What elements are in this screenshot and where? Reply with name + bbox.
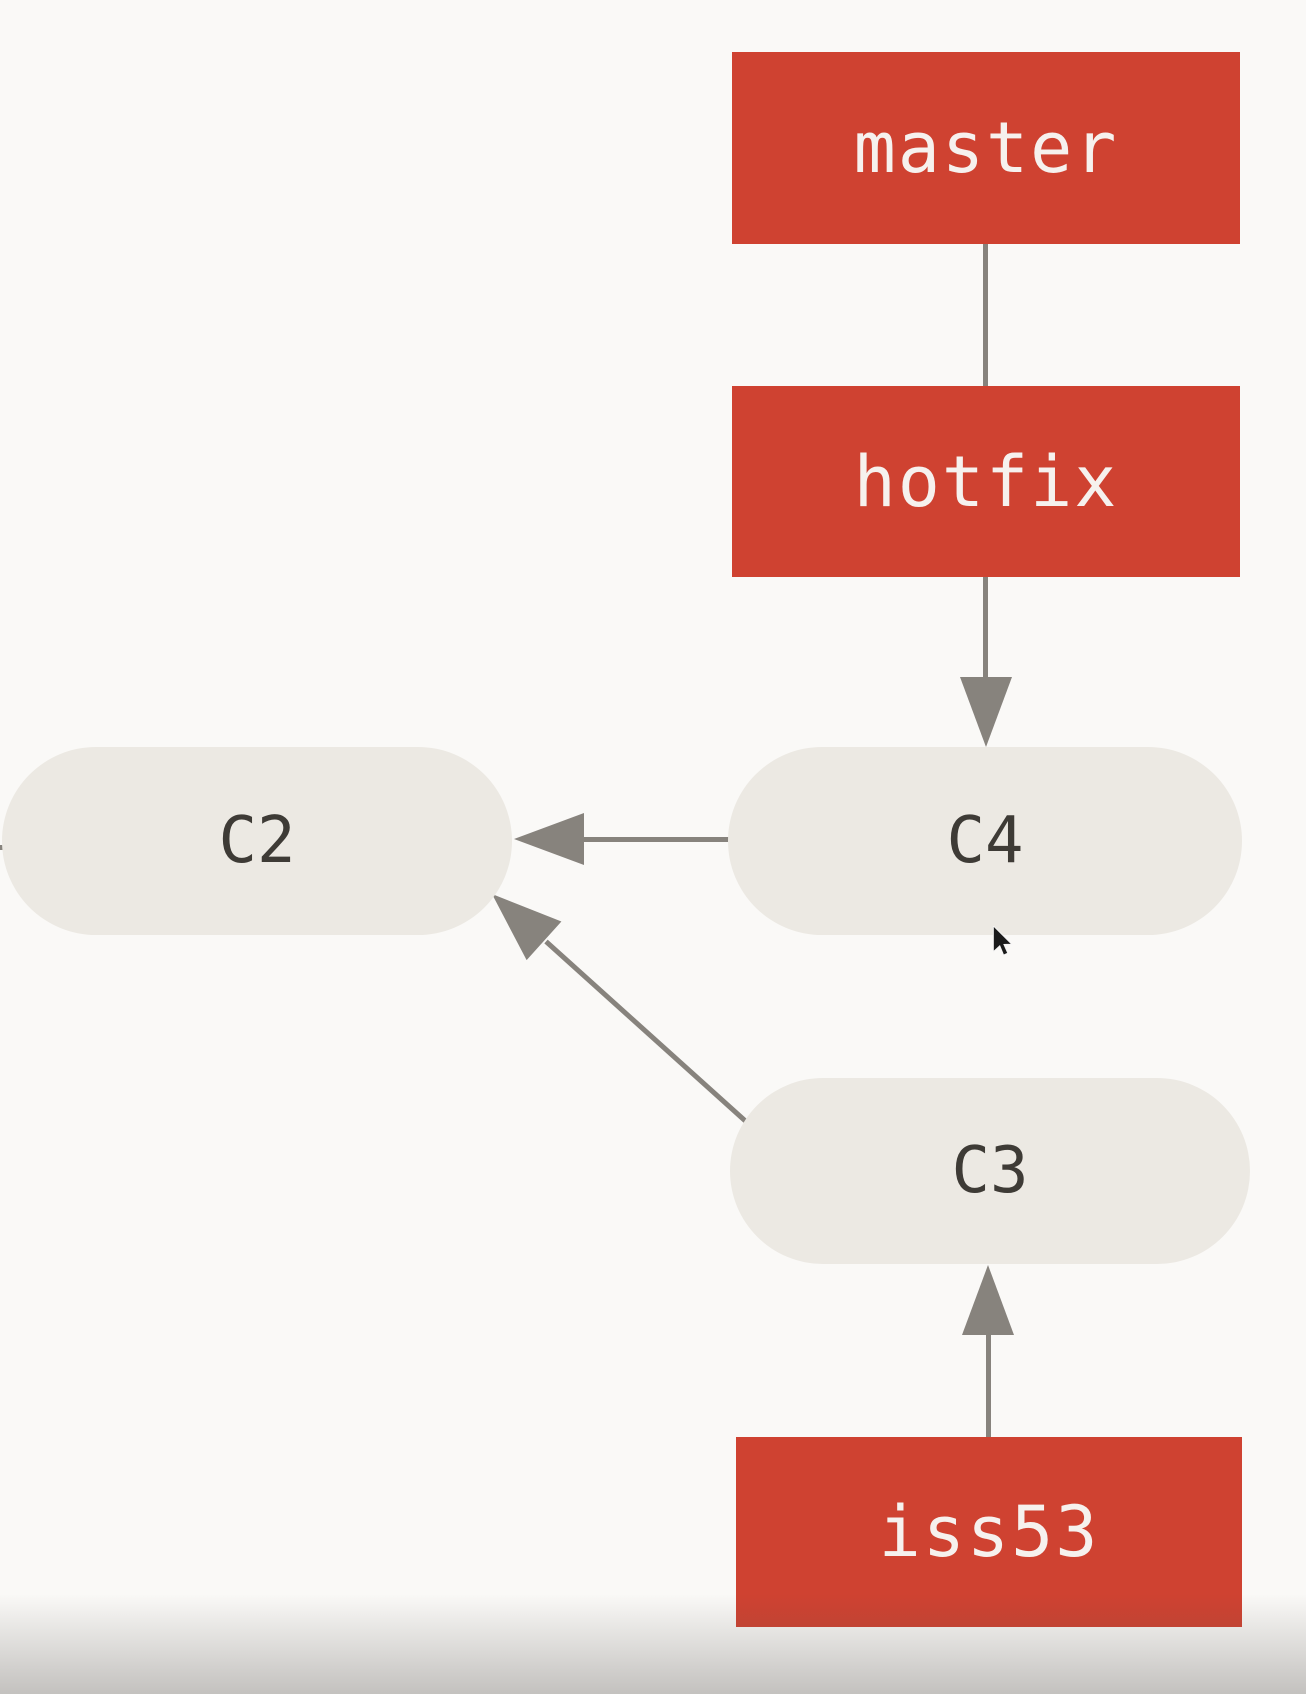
edge-hotfix-to-c4-line [983,577,988,679]
edge-c4-to-c2-line [582,837,730,842]
mouse-cursor-icon [992,926,1013,956]
edge-c3-to-c2-line [544,939,749,1125]
commit-node-c2: C2 [2,747,512,935]
branch-label-hotfix: hotfix [853,440,1119,523]
branch-label-master: master [853,107,1119,189]
branch-box-hotfix: hotfix [732,386,1240,577]
edge-iss53-to-c3-line [986,1333,991,1437]
edge-master-to-hotfix-line [983,243,988,388]
commit-node-c3: C3 [730,1078,1250,1264]
commit-label-c2: C2 [218,804,296,878]
arrowhead-left-icon [514,813,584,865]
commit-node-c4: C4 [728,747,1242,935]
branch-label-iss53: iss53 [878,1491,1100,1573]
branch-box-iss53: iss53 [736,1437,1242,1627]
commit-label-c4: C4 [946,804,1024,878]
branch-box-master: master [732,52,1240,244]
commit-label-c3: C3 [951,1134,1029,1208]
arrowhead-down-icon [960,677,1012,747]
arrowhead-up-icon [962,1265,1014,1335]
